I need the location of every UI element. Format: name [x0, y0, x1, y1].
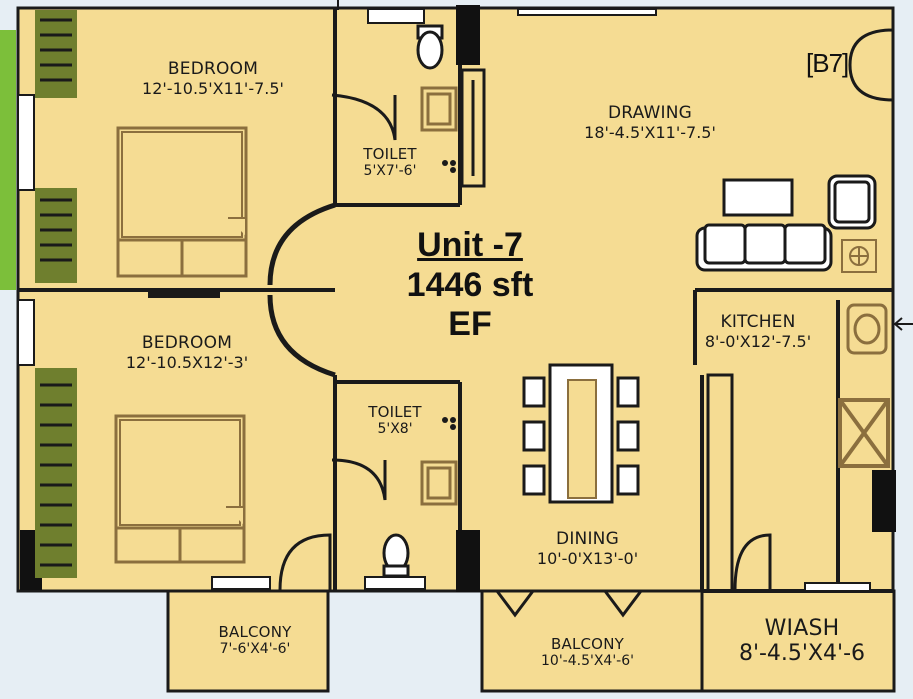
room-dims: 18'-4.5'X11'-7.5' [584, 122, 716, 142]
shower-taps [442, 160, 456, 430]
room-dining: DINING 10'-0'X13'-0' [500, 529, 675, 568]
stove-icon [838, 398, 890, 468]
room-name: BALCONY [218, 623, 292, 641]
room-name: TOILET [363, 145, 417, 163]
room-name: DRAWING [607, 103, 693, 123]
room-dims: 12'-10.5X12'-3' [125, 352, 249, 372]
bed-icon [114, 414, 246, 564]
unit-name: Unit -7 [417, 226, 523, 264]
room-name: BEDROOM [167, 59, 259, 79]
unit-area: 1446 sft [406, 266, 534, 304]
bed-icon [116, 126, 248, 278]
room-dims: 7'-6'X4'-6' [219, 641, 291, 658]
room-toilet-top: TOILET 5'X7'-6' [345, 145, 435, 180]
room-dims: 10'-0'X13'-0' [536, 548, 639, 568]
kitchen-counter [706, 373, 734, 593]
room-wash: WIASH 8'-4.5'X4'-6 [712, 616, 892, 667]
room-name: TOILET [368, 403, 422, 421]
side-table [841, 239, 877, 273]
room-dims: 5'X7'-6' [363, 163, 417, 180]
room-balcony-mid: BALCONY 10'-4.5'X4'-6' [500, 635, 675, 670]
room-bedroom-top: BEDROOM 12'-10.5'X11'-7.5' [108, 59, 318, 98]
room-name: KITCHEN [720, 312, 796, 332]
dining-table-icon [522, 363, 640, 504]
sink-icon [846, 303, 888, 355]
room-name: BEDROOM [141, 333, 233, 353]
lawn-strip [0, 30, 16, 290]
room-dims: 5'X8' [377, 421, 413, 438]
balcony-door-icons [495, 590, 643, 618]
room-dims: 8'-4.5'X4'-6 [738, 641, 866, 667]
windows [17, 8, 871, 592]
coffee-table [722, 178, 794, 217]
entry-label: [B7] [806, 48, 849, 78]
unit-facing: EF [448, 305, 492, 343]
arrow-icon [337, 0, 913, 331]
room-dims: 12'-10.5'X11'-7.5' [142, 78, 284, 98]
room-toilet-bottom: TOILET 5'X8' [350, 403, 440, 438]
room-drawing: DRAWING 18'-4.5'X11'-7.5' [550, 103, 750, 142]
room-name: DINING [556, 529, 619, 549]
unit-title: Unit -7 1446 sft EF [370, 225, 570, 343]
armchair-icon [827, 174, 877, 230]
washbasin-icon [420, 86, 458, 506]
door-arc-icon [848, 25, 895, 105]
sofa-icon [695, 223, 833, 272]
door-arcs [267, 93, 772, 591]
room-name: BALCONY [551, 635, 624, 653]
room-bedroom-bottom: BEDROOM 12'-10.5X12'-3' [82, 333, 292, 372]
wc-icon [382, 24, 444, 578]
room-dims: 8'-0'X12'-7.5' [704, 331, 812, 351]
room-dims: 10'-4.5'X4'-6' [541, 653, 634, 670]
room-kitchen: KITCHEN 8'-0'X12'-7.5' [678, 312, 838, 351]
room-name: WIASH [764, 616, 840, 641]
room-balcony-left: BALCONY 7'-6'X4'-6' [190, 623, 320, 658]
